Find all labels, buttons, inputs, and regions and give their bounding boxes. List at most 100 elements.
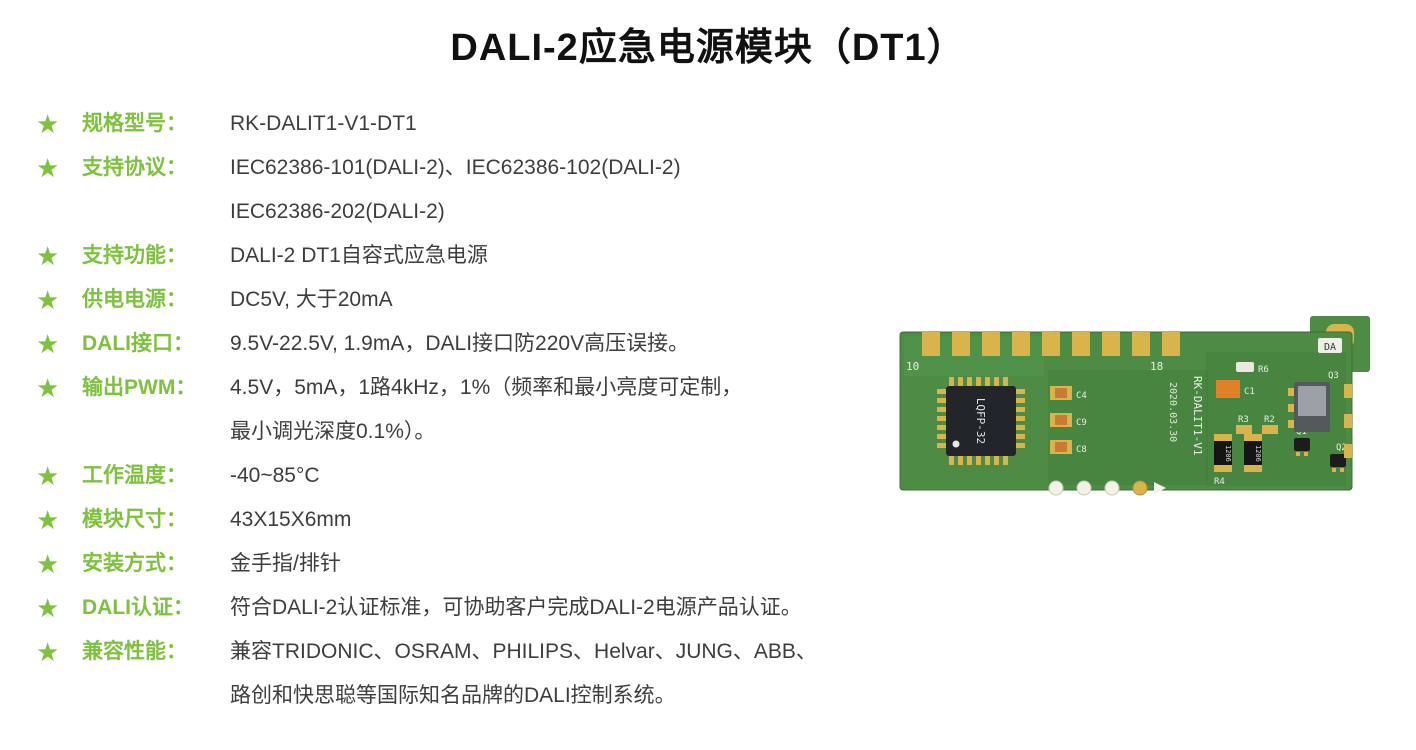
- spec-value-line: 最小调光深度0.1%）。: [230, 420, 436, 443]
- spec-value: IEC62386-101(DALI-2)、IEC62386-102(DALI-2…: [230, 146, 681, 234]
- spec-value: 4.5V，5mA，1路4kHz，1%（频率和最小亮度可定制， 最小调光深度0.1…: [230, 366, 742, 454]
- spec-value-line: 9.5V-22.5V, 1.9mA，DALI接口防220V高压误接。: [230, 332, 690, 355]
- 1206-components: 1206 1206: [1214, 434, 1262, 472]
- smd-marking: 1206: [1254, 445, 1262, 462]
- smd-terminal: [1244, 465, 1262, 472]
- power-chip: [1288, 382, 1330, 432]
- star-icon: ★: [36, 373, 60, 403]
- gold-finger-pad: [1012, 332, 1030, 356]
- smd-resistor: [1262, 425, 1278, 434]
- spec-row-certification: ★ DALI认证： 符合DALI-2认证标准，可协助客户完成DALI-2电源产品…: [36, 586, 906, 630]
- chip-pins: [937, 377, 1025, 465]
- spec-row-function: ★ 支持功能： DALI-2 DT1自容式应急电源: [36, 234, 906, 278]
- spec-label: 供电电源：: [82, 288, 187, 311]
- spec-row-temperature: ★ 工作温度： -40~85°C: [36, 454, 906, 498]
- capacitor-label: C1: [1244, 387, 1255, 397]
- edge-pad: [1344, 444, 1352, 458]
- capacitor-body: [1055, 388, 1067, 398]
- power-chip-top: [1298, 386, 1326, 416]
- edge-pad: [1344, 384, 1352, 398]
- hole: [1076, 480, 1092, 496]
- spec-list: ★ 规格型号： RK-DALIT1-V1-DT1 ★ 支持协议： IEC6238…: [36, 102, 906, 718]
- spec-value-line: 兼容TRIDONIC、OSRAM、PHILIPS、Helvar、JUNG、ABB…: [230, 640, 817, 663]
- hole: [1104, 480, 1120, 496]
- smd-resistor: [1236, 425, 1252, 434]
- star-icon: ★: [36, 461, 60, 491]
- capacitor-body: [1055, 415, 1067, 425]
- chip-pad: [1288, 404, 1294, 412]
- transistor-leg: [1304, 452, 1308, 456]
- smd-1206: [1244, 434, 1262, 472]
- spec-label: 支持功能：: [82, 244, 187, 267]
- star-icon: ★: [36, 637, 60, 667]
- transistor-leg: [1340, 468, 1344, 472]
- resistor-label: R2: [1264, 415, 1275, 425]
- chip-pin1-dot: [952, 440, 960, 448]
- spec-value: 9.5V-22.5V, 1.9mA，DALI接口防220V高压误接。: [230, 322, 689, 366]
- spec-label: 兼容性能：: [82, 640, 187, 663]
- gold-finger-pad: [1102, 332, 1120, 356]
- spec-value: 43X15X6mm: [230, 498, 351, 542]
- spec-value: 兼容TRIDONIC、OSRAM、PHILIPS、Helvar、JUNG、ABB…: [230, 630, 817, 718]
- chip-marking: LQFP-32: [974, 398, 987, 444]
- spec-row-mounting: ★ 安装方式： 金手指/排针: [36, 542, 906, 586]
- spec-value-line: IEC62386-202(DALI-2): [230, 200, 445, 223]
- star-icon: ★: [36, 329, 60, 359]
- pin-number-start: 10: [906, 360, 919, 373]
- star-icon: ★: [36, 549, 60, 579]
- spec-row-compatibility: ★ 兼容性能： 兼容TRIDONIC、OSRAM、PHILIPS、Helvar、…: [36, 630, 906, 718]
- spec-row-pwm: ★ 输出PWM： 4.5V，5mA，1路4kHz，1%（频率和最小亮度可定制， …: [36, 366, 906, 454]
- page-title: DALI-2应急电源模块（DT1）: [450, 27, 966, 69]
- smd-terminal: [1214, 434, 1232, 441]
- spec-label: 模块尺寸：: [82, 508, 187, 531]
- capacitor-label: C4: [1076, 391, 1087, 401]
- spec-value-line: RK-DALIT1-V1-DT1: [230, 112, 417, 135]
- resistor-label: R6: [1258, 365, 1269, 375]
- gold-finger-pad: [982, 332, 1000, 356]
- spec-label: DALI接口：: [82, 332, 194, 355]
- da-marking-background: [1318, 338, 1342, 353]
- gold-finger-row: [922, 332, 1180, 356]
- smd-marking: 1206: [1224, 445, 1232, 462]
- capacitor-column: C4 C9 C8: [1050, 386, 1087, 455]
- chip-label: Q3: [1328, 371, 1339, 381]
- smd-1206: [1214, 434, 1232, 472]
- copper-pour: [1048, 370, 1208, 485]
- transistor-label: Q2: [1336, 443, 1347, 453]
- spec-label: DALI认证：: [82, 596, 194, 619]
- capacitor-label: C9: [1076, 418, 1087, 428]
- transistor-leg: [1296, 452, 1300, 456]
- mounting-holes: [1048, 480, 1166, 496]
- date-silkscreen: 2020.03.30: [1167, 382, 1178, 442]
- spec-value-line: DC5V, 大于20mA: [230, 288, 393, 311]
- spec-value-line: IEC62386-101(DALI-2)、IEC62386-102(DALI-2…: [230, 156, 681, 179]
- pcb-image: 10 18 LQFP-32 C4: [899, 316, 1370, 496]
- spec-row-size: ★ 模块尺寸： 43X15X6mm: [36, 498, 906, 542]
- spec-value: -40~85°C: [230, 454, 320, 498]
- gold-finger-pad: [922, 332, 940, 356]
- sot23-transistor: [1330, 454, 1346, 467]
- star-icon: ★: [36, 109, 60, 139]
- edge-pad: [1344, 414, 1352, 428]
- capacitor-label: C8: [1076, 445, 1087, 455]
- spec-value-line: 4.5V，5mA，1路4kHz，1%（频率和最小亮度可定制，: [230, 376, 743, 399]
- lqfp32-chip: LQFP-32: [937, 377, 1025, 465]
- spec-row-dali-interface: ★ DALI接口： 9.5V-22.5V, 1.9mA，DALI接口防220V高…: [36, 322, 906, 366]
- model-silkscreen: RK-DALIT1-V1: [1191, 376, 1204, 455]
- spec-row-protocol: ★ 支持协议： IEC62386-101(DALI-2)、IEC62386-10…: [36, 146, 906, 234]
- tantalum-capacitor: [1216, 380, 1240, 398]
- spec-value: 符合DALI-2认证标准，可协助客户完成DALI-2电源产品认证。: [230, 586, 802, 630]
- spec-label: 规格型号：: [82, 112, 187, 135]
- da-marking: DA: [1324, 342, 1336, 353]
- gold-finger-pad: [1072, 332, 1090, 356]
- arrow-silkscreen: [1154, 482, 1166, 494]
- gold-finger-pad: [1132, 332, 1150, 356]
- star-icon: ★: [36, 593, 60, 623]
- resistor-label: R4: [1214, 477, 1225, 487]
- sot23-transistor: [1294, 438, 1310, 451]
- pcb-product-photo: 10 18 LQFP-32 C4: [898, 312, 1378, 517]
- smd-component: [1236, 362, 1254, 372]
- star-icon: ★: [36, 241, 60, 271]
- spec-label: 支持协议：: [82, 156, 187, 179]
